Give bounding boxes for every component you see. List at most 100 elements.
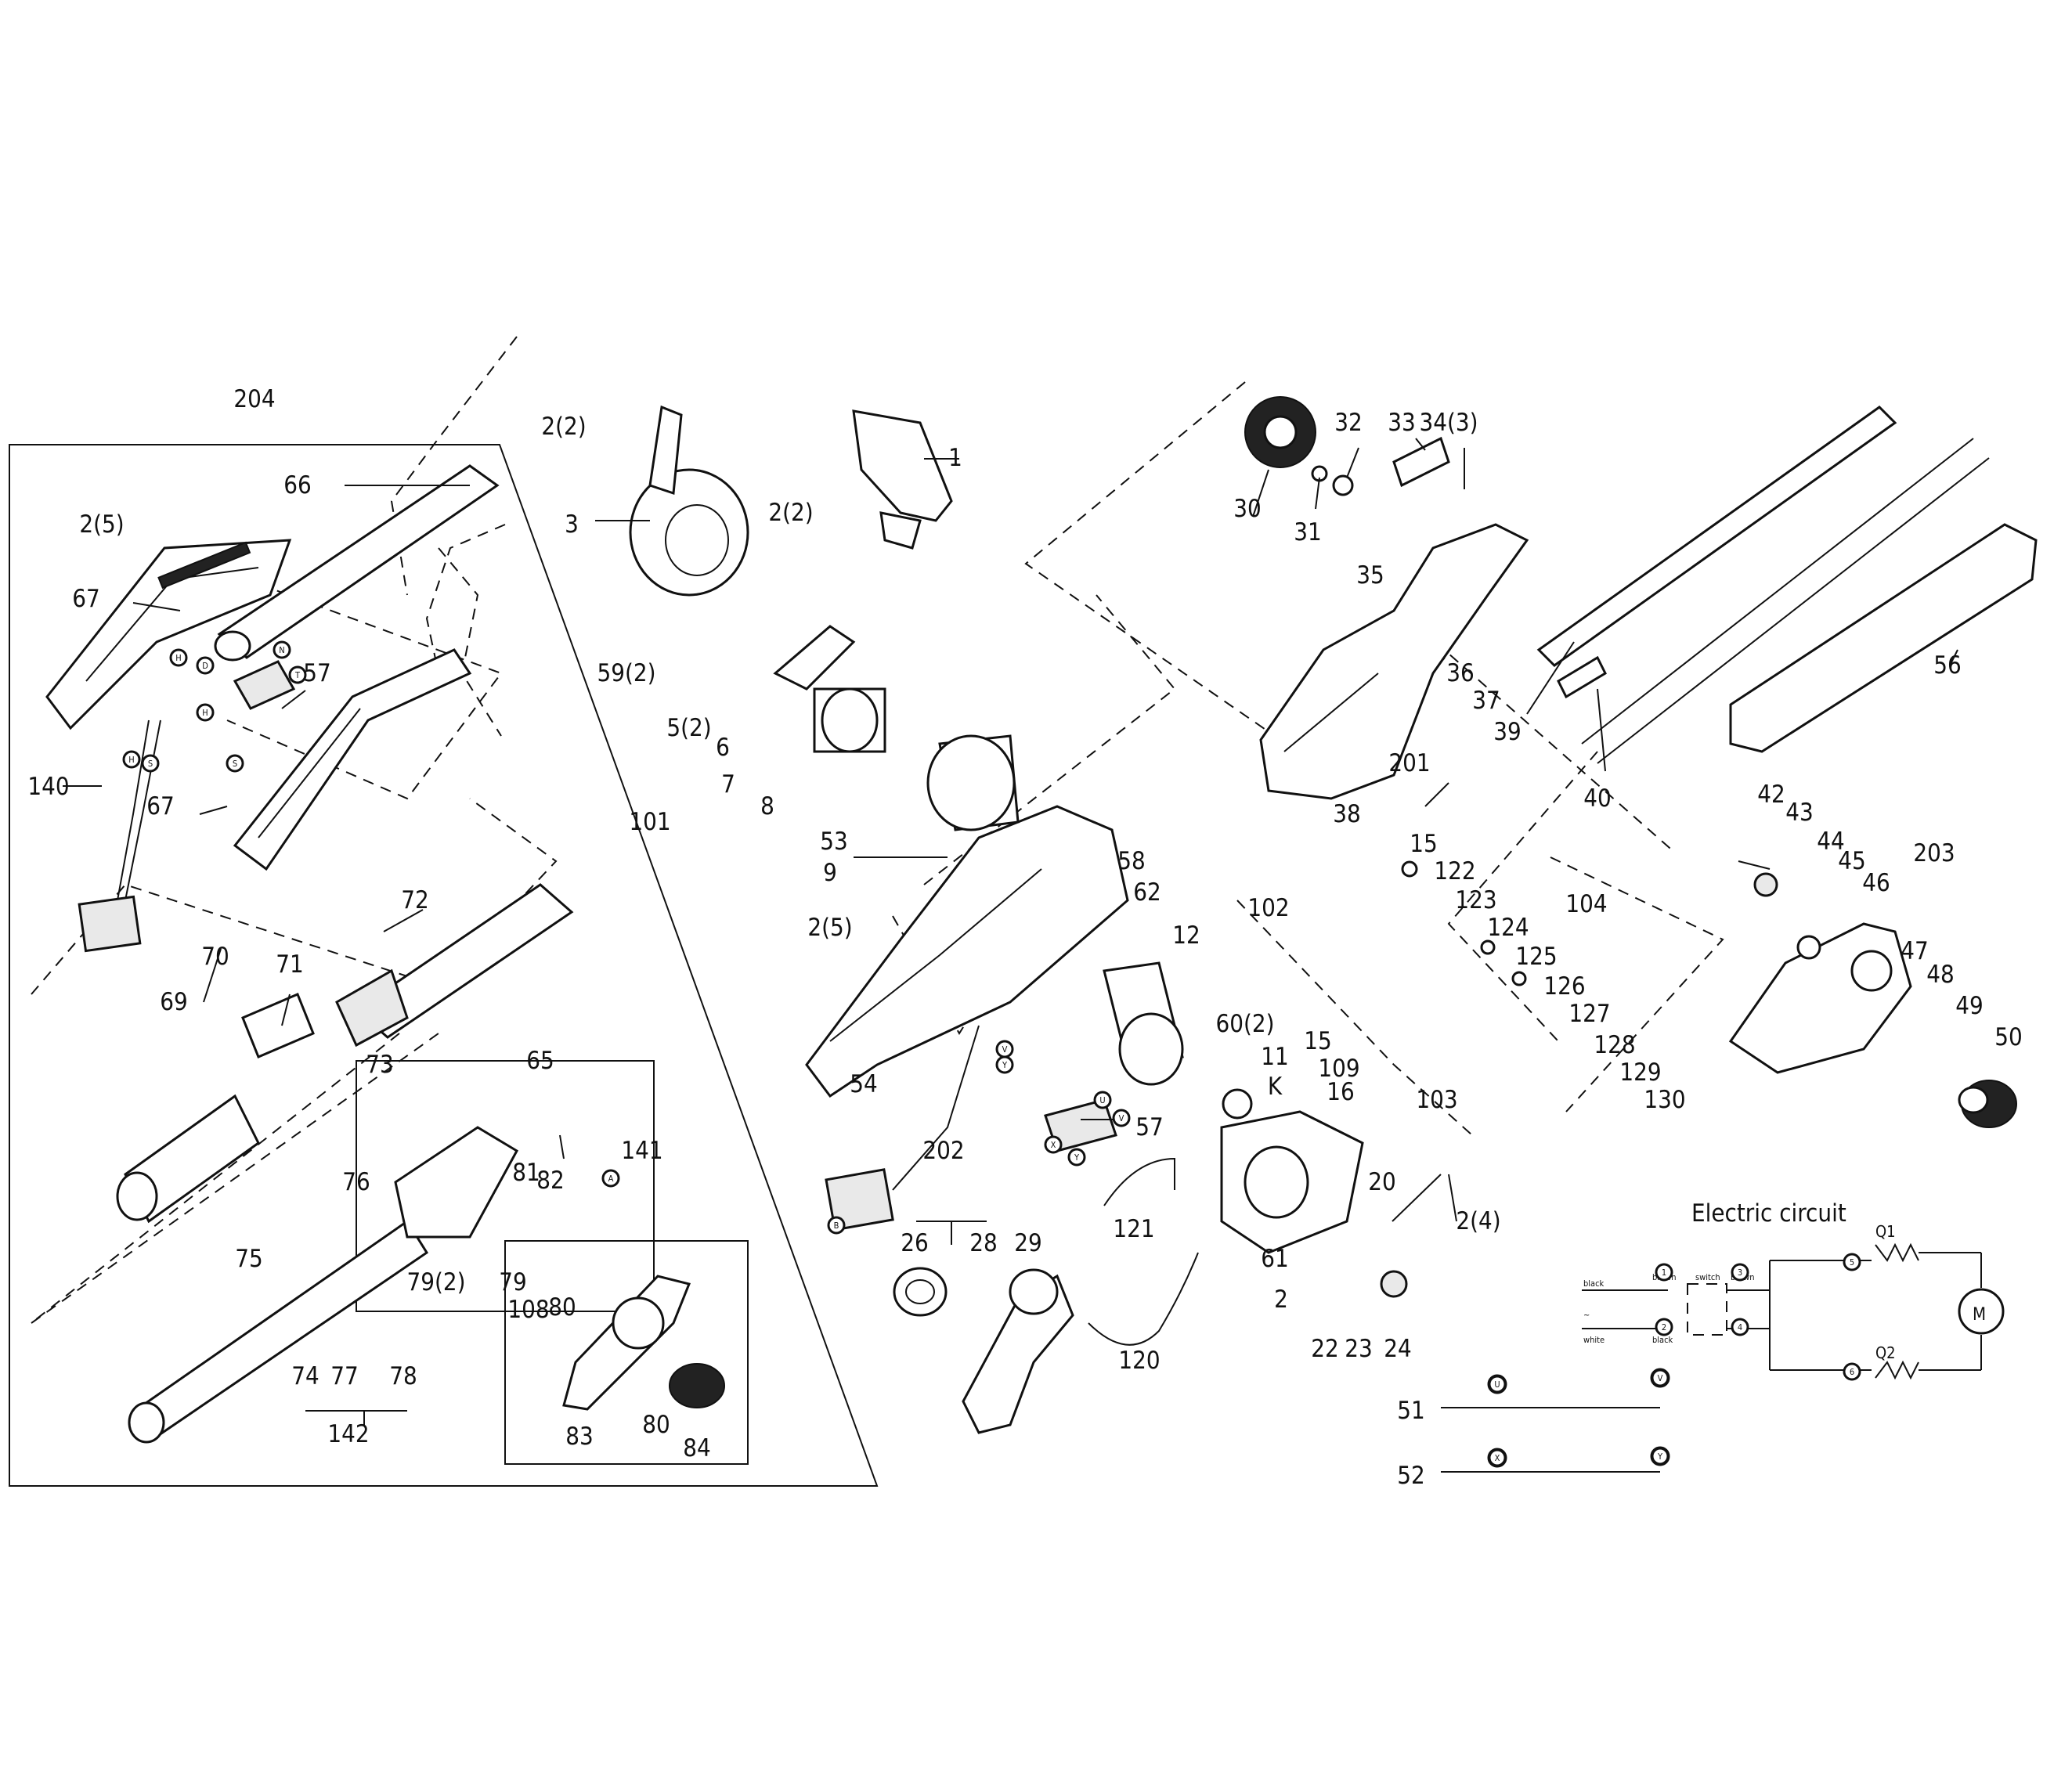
callout-5-2: 5(2) — [666, 714, 711, 742]
armature-12 — [1103, 961, 1253, 1120]
leader-lines — [63, 438, 1958, 1426]
marker-circle — [122, 750, 141, 769]
callout-42: 42 — [1757, 781, 1785, 809]
marker-u: U — [1488, 1375, 1507, 1394]
marker-label: Y — [1657, 1451, 1663, 1462]
callout-80-b: 80 — [642, 1411, 670, 1439]
wire-label-white: white — [1583, 1335, 1605, 1345]
callout-201: 201 — [1388, 749, 1430, 777]
marker-label: Y — [1002, 1060, 1008, 1070]
marker-label: V — [1002, 1044, 1008, 1055]
marker-circle — [1731, 1263, 1749, 1282]
marker-label: 1 — [1662, 1268, 1666, 1278]
assembly-204-outline — [9, 444, 879, 1487]
marker-circle — [995, 1055, 1014, 1074]
callout-15-b: 15 — [1410, 830, 1437, 858]
callout-3: 3 — [565, 510, 579, 539]
callout-67-b: 67 — [146, 792, 174, 820]
callout-39: 39 — [1493, 718, 1521, 746]
callout-121: 121 — [1113, 1215, 1154, 1243]
callout-2-c: 2 — [1274, 1286, 1288, 1314]
callout-59-2: 59(2) — [597, 659, 656, 687]
callout-83: 83 — [565, 1423, 593, 1451]
marker-d: D — [196, 656, 215, 675]
cable-54 — [825, 1025, 980, 1231]
handle-grip-67 — [233, 648, 472, 871]
callout-9: 9 — [823, 859, 837, 887]
marker-x: X — [1488, 1448, 1507, 1467]
callout-2-2-a: 2(2) — [541, 413, 586, 441]
motor-label: M — [1973, 1305, 1986, 1325]
callout-75: 75 — [235, 1245, 262, 1273]
marker-n5: 5 — [1843, 1253, 1861, 1271]
callout-82: 82 — [536, 1167, 564, 1195]
marker-x: X — [1044, 1135, 1063, 1154]
callout-23: 23 — [1345, 1335, 1372, 1363]
callout-33: 33 — [1388, 409, 1415, 437]
callout-37: 37 — [1472, 687, 1500, 715]
cable-140 — [78, 719, 161, 953]
callout-58: 58 — [1117, 847, 1145, 875]
marker-y: Y — [995, 1055, 1014, 1074]
switch-57-left — [233, 660, 296, 710]
marker-s: S — [141, 754, 160, 773]
handle-half-67 — [45, 539, 292, 730]
callout-108: 108 — [507, 1296, 549, 1324]
callout-203: 203 — [1913, 839, 1955, 867]
marker-circle — [226, 754, 244, 773]
callout-61: 61 — [1261, 1245, 1288, 1273]
callout-120: 120 — [1118, 1347, 1160, 1375]
marker-label: B — [834, 1221, 839, 1231]
coupling-69-71 — [116, 993, 315, 1224]
pole-section-141 — [128, 1126, 519, 1444]
callout-79: 79 — [499, 1268, 526, 1296]
callout-141: 141 — [621, 1137, 662, 1165]
callout-34-3: 34(3) — [1420, 409, 1478, 437]
label-q2: Q2 — [1875, 1343, 1896, 1362]
callout-74: 74 — [291, 1362, 319, 1390]
marker-circle — [1093, 1091, 1112, 1109]
marker-circle — [169, 648, 188, 667]
marker-circle — [1067, 1148, 1086, 1167]
callout-16: 16 — [1327, 1078, 1354, 1106]
marker-label: T — [294, 670, 301, 680]
saw-chain-40 — [1581, 438, 1990, 764]
sprocket-30 — [1244, 396, 1316, 468]
callout-50: 50 — [1994, 1023, 2022, 1051]
marker-h: H — [122, 750, 141, 769]
callout-56: 56 — [1933, 651, 1961, 680]
handle-29 — [962, 1268, 1074, 1434]
callout-46: 46 — [1862, 869, 1890, 897]
marker-a: A — [601, 1169, 620, 1188]
wire-label-switch: switch — [1695, 1272, 1720, 1282]
callout-2-5-a: 2(5) — [79, 510, 124, 539]
extension-tube-72 — [335, 883, 574, 1048]
marker-circle — [827, 1216, 846, 1235]
callout-6: 6 — [716, 734, 730, 762]
callout-70: 70 — [201, 943, 229, 971]
marker-v: V — [995, 1040, 1014, 1058]
marker-n3: 3 — [1731, 1263, 1749, 1282]
callout-57-b: 57 — [1135, 1113, 1163, 1141]
marker-circle — [141, 754, 160, 773]
marker-n: N — [273, 640, 291, 659]
callout-26: 26 — [901, 1229, 928, 1257]
callout-8: 8 — [760, 792, 774, 820]
marker-circle — [196, 703, 215, 722]
callout-204: 204 — [233, 385, 275, 413]
chain-tensioner-33 — [1311, 436, 1450, 496]
callout-K: K — [1268, 1073, 1283, 1101]
callout-71: 71 — [276, 950, 303, 979]
callout-84: 84 — [683, 1434, 710, 1462]
marker-circle — [288, 665, 307, 684]
marker-n2: 2 — [1655, 1318, 1673, 1336]
callout-72: 72 — [401, 886, 428, 914]
callout-65: 65 — [526, 1047, 554, 1075]
callout-109: 109 — [1318, 1055, 1359, 1083]
marker-label: 5 — [1850, 1257, 1854, 1268]
callout-57-a: 57 — [303, 659, 330, 687]
marker-label: S — [233, 759, 237, 769]
wire-label-black-2: black — [1652, 1335, 1673, 1345]
callout-52: 52 — [1397, 1462, 1424, 1490]
